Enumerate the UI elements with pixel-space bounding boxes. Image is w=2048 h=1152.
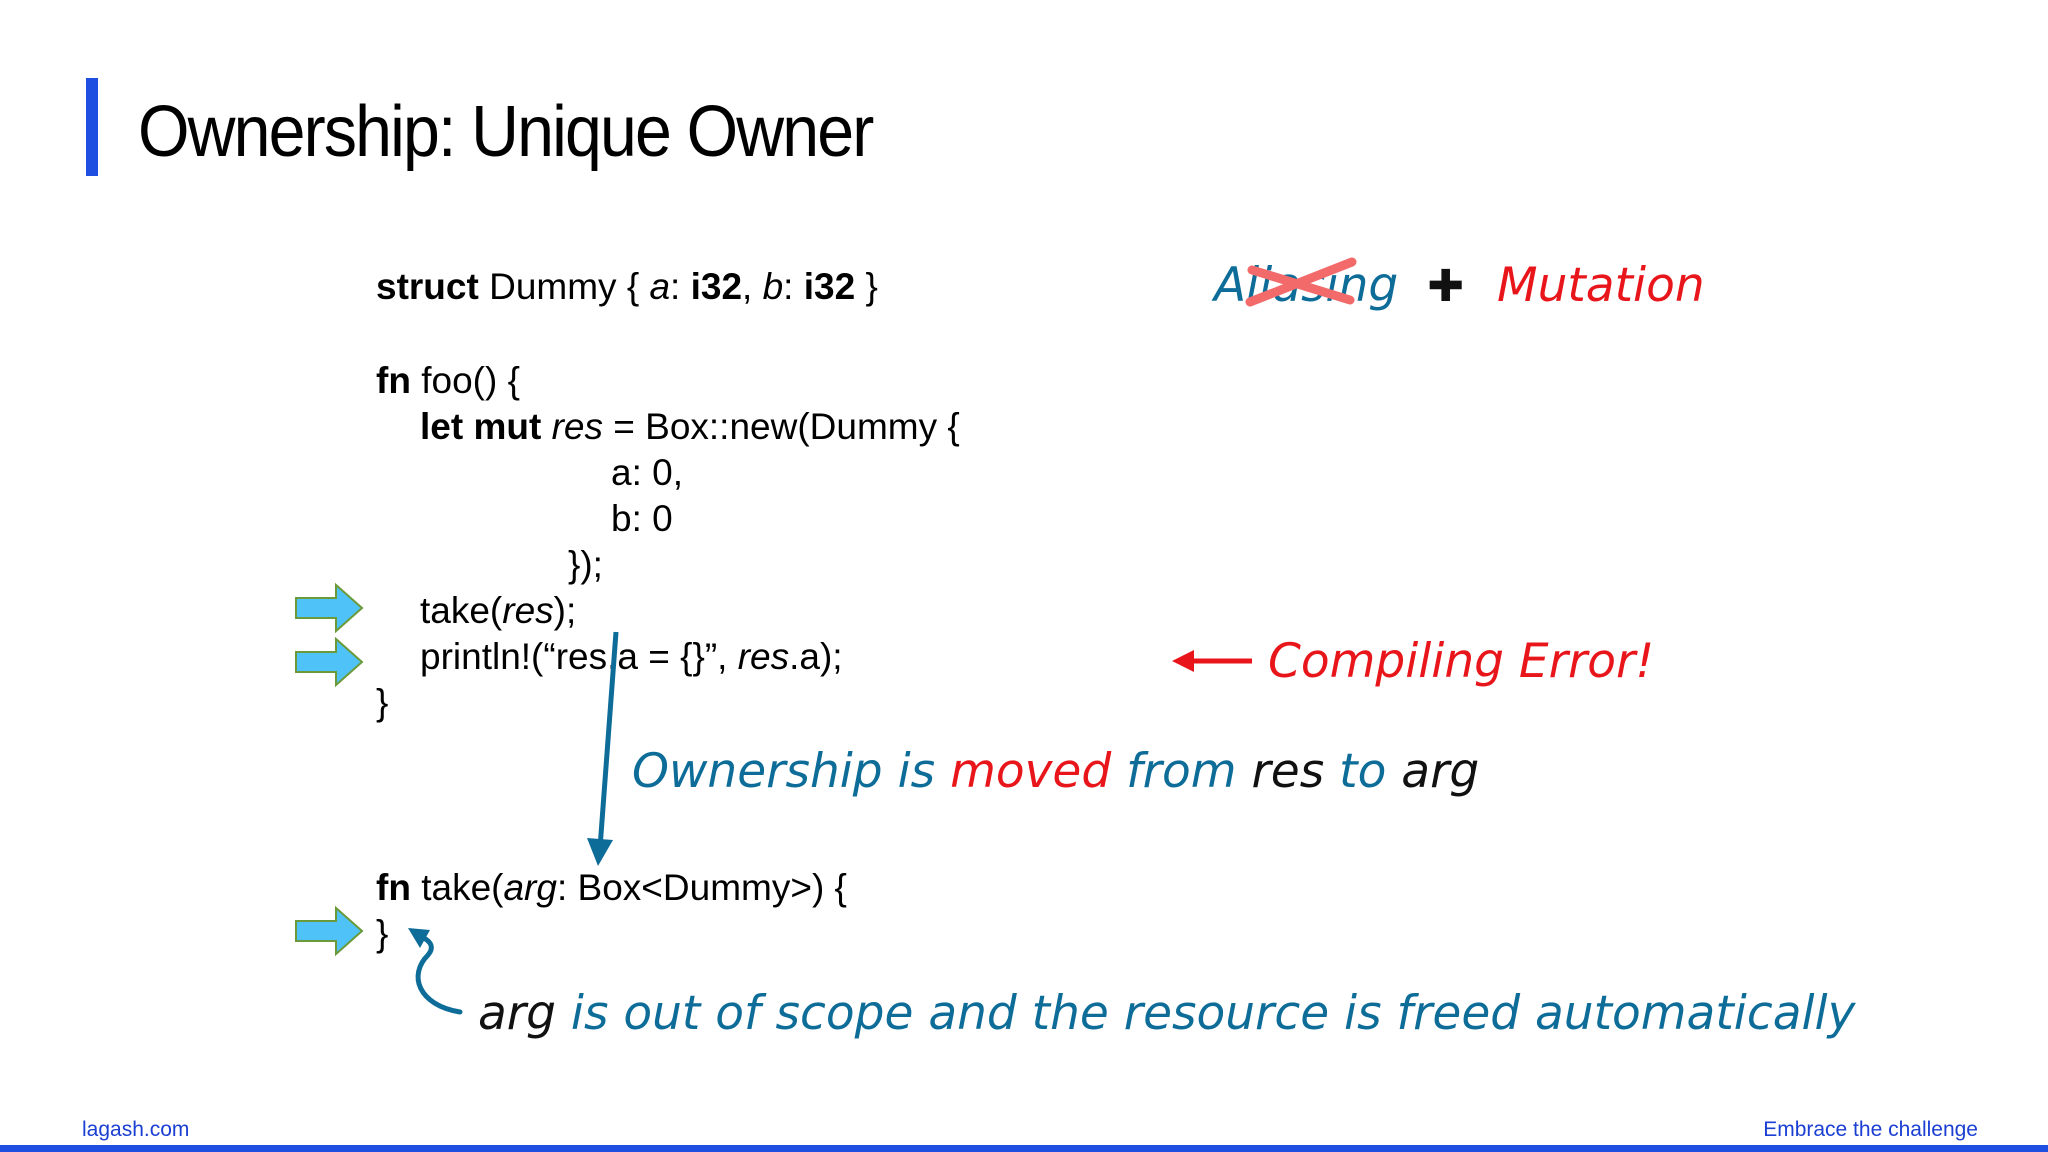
code-line-close-call: }); xyxy=(568,544,603,585)
code-line-take-close: } xyxy=(376,913,389,954)
footer-site-link[interactable]: lagash.com xyxy=(82,1118,190,1141)
execution-arrow-icon xyxy=(295,905,364,957)
code-line-let-mut: let mut res = Box::new(Dummy { xyxy=(420,406,960,447)
code-line-a: a: 0, xyxy=(611,452,683,493)
ownership-moved-label: Ownership is moved from res to arg xyxy=(632,744,1480,799)
error-pointer-arrow-icon xyxy=(1172,650,1252,672)
code-line-fn-take: fn take(arg: Box<Dummy>) { xyxy=(376,867,847,908)
aliasing-mutation-label: Aliasing ✚ Mutation xyxy=(1214,262,1705,309)
mutation-text: Mutation xyxy=(1497,258,1705,313)
execution-arrow-icon xyxy=(295,582,364,634)
code-line-struct: struct Dummy { a: i32, b: i32 } xyxy=(376,266,878,307)
footer-accent-line xyxy=(0,1145,2048,1152)
plus-icon: ✚ xyxy=(1427,261,1465,312)
footer-tagline: Embrace the challenge xyxy=(1763,1118,1978,1141)
aliasing-struck-text: Aliasing xyxy=(1214,258,1399,313)
title-accent-bar xyxy=(86,78,98,176)
code-line-println: println!(“res.a = {}”, res.a); xyxy=(420,636,843,677)
slide-title: Ownership: Unique Owner xyxy=(138,92,874,172)
code-line-fn-foo: fn foo() { xyxy=(376,360,520,401)
scope-curved-arrow-icon xyxy=(408,928,463,1015)
out-of-scope-label: arg is out of scope and the resource is … xyxy=(478,986,1856,1041)
code-line-take-call: take(res); xyxy=(420,590,577,631)
execution-arrow-icon xyxy=(295,636,364,688)
code-line-b: b: 0 xyxy=(611,498,673,539)
code-line-foo-close: } xyxy=(376,682,389,723)
compiling-error-label: Compiling Error! xyxy=(1268,634,1655,689)
